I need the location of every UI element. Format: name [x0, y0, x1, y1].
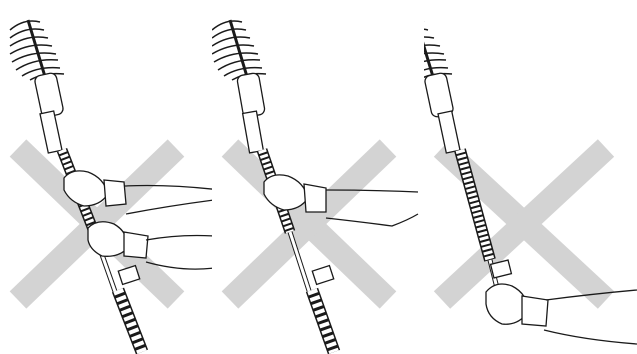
- illustration-panel-1: [0, 0, 212, 354]
- glove-icon: [486, 284, 637, 344]
- brush-head-icon: [424, 20, 452, 80]
- illustration-panel-3: [424, 0, 637, 354]
- pole-illustration-1: [0, 0, 212, 354]
- cross-icon: [230, 148, 388, 300]
- brush-head-icon: [212, 20, 266, 80]
- brush-head-icon: [10, 20, 64, 80]
- illustration-panel-2: [212, 0, 424, 354]
- pole-illustration-3: [424, 0, 637, 354]
- pole-illustration-2: [212, 0, 424, 354]
